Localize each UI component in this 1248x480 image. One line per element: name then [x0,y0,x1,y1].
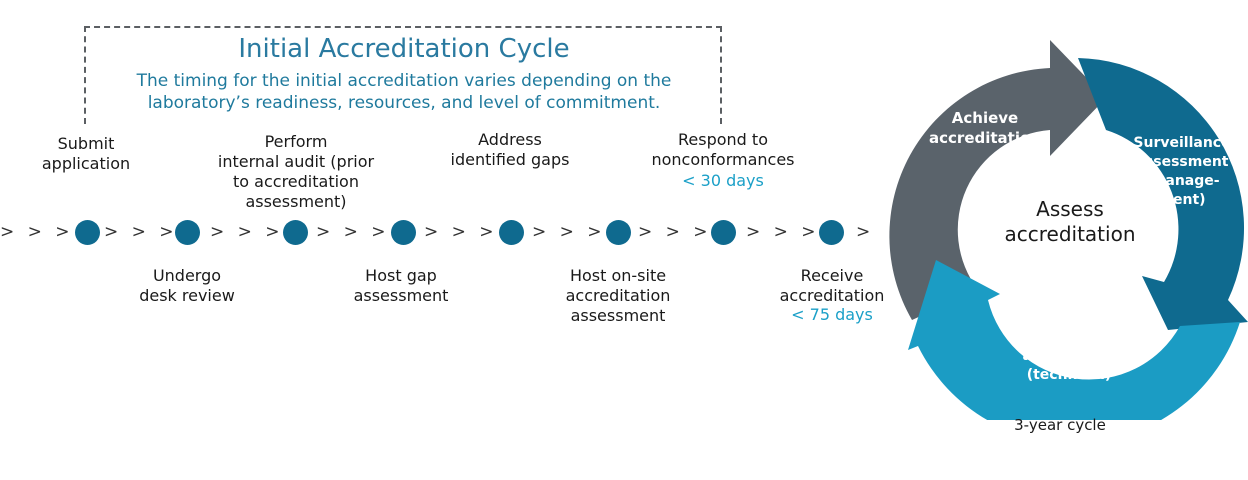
chevrons-3: > > > > [210,222,312,242]
chevrons-8: > > > > [746,222,848,242]
cycle-center-label: Assess accreditation [1004,197,1136,246]
cycle-diagram [889,40,1248,420]
step-gap-assessment: Host gap assessment [353,266,449,305]
header-frame [84,26,722,124]
timeline-dot-8 [819,220,844,245]
header-frame-gap [100,60,700,130]
cycle-segment-achieve [889,40,1106,320]
page-subtitle: The timing for the initial accreditation… [136,71,672,113]
timeline-dot-3 [283,220,308,245]
chevrons-5: > > > > [424,222,526,242]
step-desk-review: Undergo desk review [139,266,235,305]
cycle-segment-technical [908,260,1240,420]
timeline-dot-7 [711,220,736,245]
timeline-dot-5 [499,220,524,245]
duration-30-days: < 30 days [682,171,764,190]
step-submit-application: Submit application [41,134,131,173]
cycle-label-technical: Surveillance assessment (technical) [1020,329,1118,383]
chevron-end: > [856,222,875,242]
chevrons-1: > > > > [0,222,102,242]
cycle-caption: 3-year cycle [1014,416,1106,434]
cycle-segment-management [1078,58,1248,330]
chevrons-4: > > > > [316,222,418,242]
duration-75-days: < 75 days [791,305,873,324]
cycle-label-achieve: Achieve accreditation [929,109,1041,147]
step-onsite-assessment: Host on-site accreditation assessment [565,266,671,325]
step-address-gaps: Address identified gaps [450,130,570,169]
step-internal-audit: Perform internal audit (prior to accredi… [217,132,375,211]
chevrons-6: > > > > [532,222,634,242]
cycle-label-management: Surveillance assessment (manage- ment) [1133,135,1231,208]
chevrons-7: > > > > [638,222,740,242]
timeline-dot-6 [606,220,631,245]
step-receive-accreditation: Receive accreditation [779,266,885,305]
timeline-dot-1 [75,220,100,245]
step-respond-nonconformances: Respond to nonconformances [651,130,795,169]
timeline-dot-4 [391,220,416,245]
page-title: Initial Accreditation Cycle [238,34,570,64]
timeline-dot-2 [175,220,200,245]
